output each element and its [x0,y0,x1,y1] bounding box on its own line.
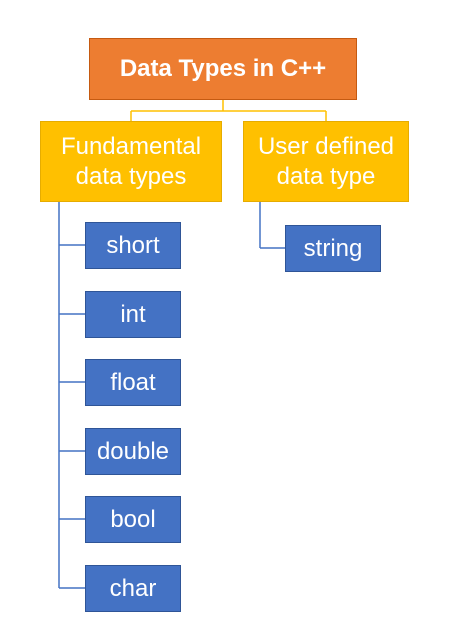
category-user-defined-line2: data type [276,162,376,190]
leaf-double-label: double [96,437,170,465]
leaf-string: string [285,225,381,272]
leaf-float: float [85,359,181,406]
leaf-short: short [85,222,181,269]
leaf-float-label: float [110,368,156,396]
category-fundamental-line2: data types [75,162,187,190]
root-node: Data Types in C++ [89,38,357,100]
leaf-double: double [85,428,181,475]
leaf-bool: bool [85,496,181,543]
leaf-bool-label: bool [110,505,156,533]
root-node-label: Data Types in C++ [119,55,327,82]
category-fundamental-line1: Fundamental [60,132,202,160]
leaf-int-label: int [120,300,146,328]
leaf-char-label: char [109,574,157,602]
category-user-defined: User defined data type [243,121,409,202]
leaf-short-label: short [106,231,160,259]
category-user-defined-label: User defined data type [258,132,394,192]
category-user-defined-line1: User defined [257,132,395,160]
leaf-char: char [85,565,181,612]
category-fundamental-label: Fundamental data types [61,132,201,192]
leaf-string-label: string [303,234,363,262]
leaf-int: int [85,291,181,338]
category-fundamental: Fundamental data types [40,121,222,202]
